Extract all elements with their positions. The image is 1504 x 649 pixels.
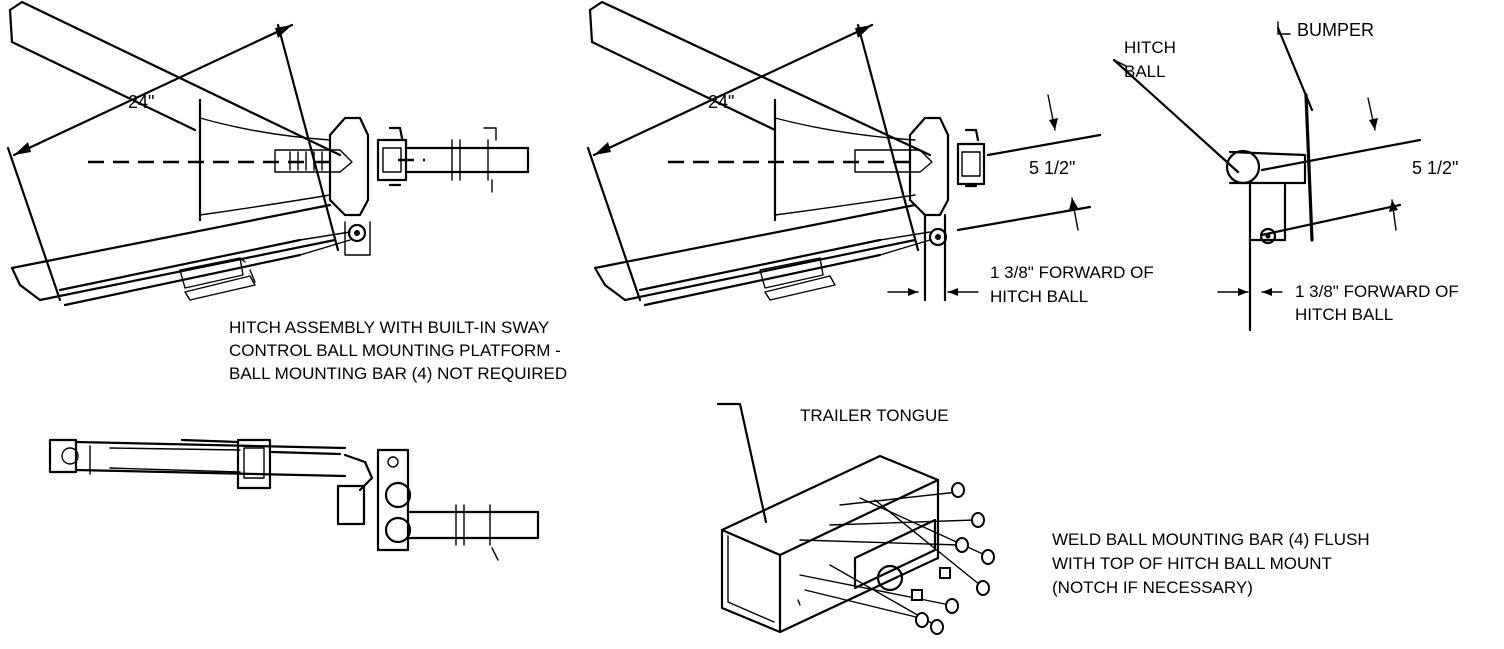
dimension-24-label-2: 24" — [708, 92, 735, 112]
caption-line-2: CONTROL BALL MOUNTING PLATFORM - — [229, 341, 561, 360]
forward-of-hitch-ball-line-1-b: 1 3/8" FORWARD OF — [1295, 282, 1459, 301]
diagram-4-side-view-assembly — [48, 438, 540, 561]
bumper-label: BUMPER — [1297, 20, 1375, 40]
caption-line-3: BALL MOUNTING BAR (4) NOT REQUIRED — [229, 364, 568, 383]
trailer-tongue-label: TRAILER TONGUE — [800, 406, 949, 425]
hitch-ball-label-line-1: HITCH — [1124, 38, 1176, 57]
caption-line-1: HITCH ASSEMBLY WITH BUILT-IN SWAY — [229, 318, 550, 337]
diagram-5-trailer-tongue-weld — [716, 402, 995, 635]
forward-of-hitch-ball-line-2-b: HITCH BALL — [1295, 305, 1394, 324]
diagram-1-hitch-top-view — [6, 0, 530, 307]
dimension-5-1-2-label-2: 5 1/2" — [1029, 158, 1076, 178]
hitch-ball-label-line-2: BALL — [1124, 62, 1166, 81]
dimension-5-1-2-label-3: 5 1/2" — [1412, 158, 1459, 178]
forward-of-hitch-ball-line-2-a: HITCH BALL — [990, 287, 1089, 306]
diagram-3-side-view — [1112, 21, 1422, 332]
weld-note-line-3: (NOTCH IF NECESSARY) — [1052, 578, 1253, 597]
diagram-2-hitch-top-view — [586, 0, 1102, 307]
weld-note-line-2: WITH TOP OF HITCH BALL MOUNT — [1052, 554, 1332, 573]
dimension-24-label-1: 24" — [128, 92, 155, 112]
weld-note-line-1: WELD BALL MOUNTING BAR (4) FLUSH — [1052, 530, 1370, 549]
forward-of-hitch-ball-line-1-a: 1 3/8" FORWARD OF — [990, 263, 1154, 282]
